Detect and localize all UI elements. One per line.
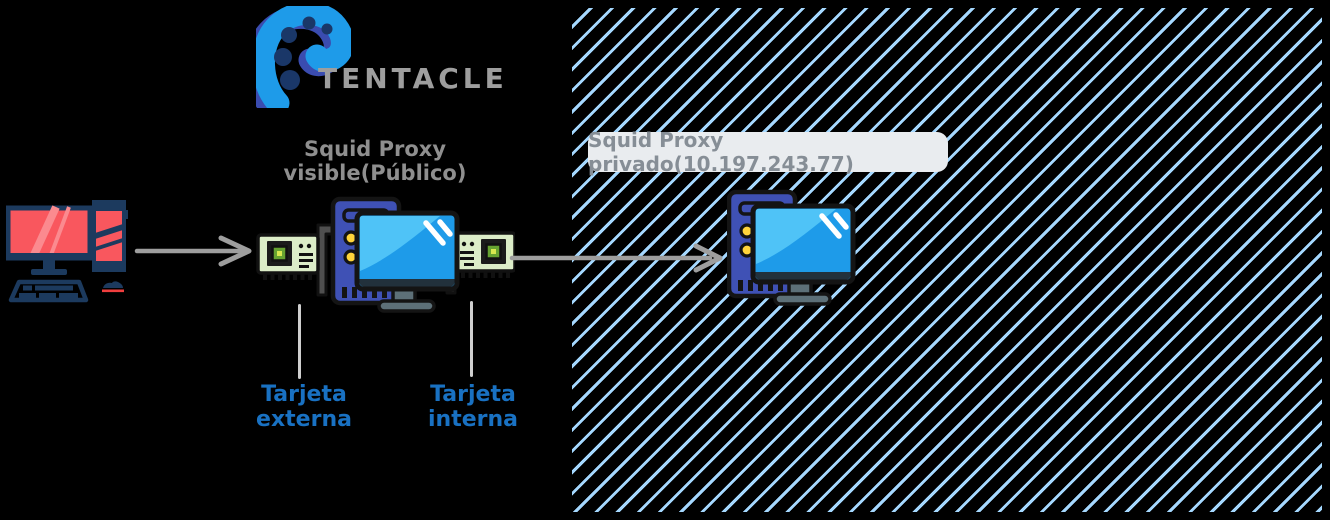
external-nic-connector — [298, 304, 301, 379]
public-proxy-title: Squid Proxy visible(Público) — [283, 137, 467, 185]
client-workstation-icon — [6, 200, 128, 303]
tentacle-icon — [256, 6, 351, 108]
brand-name: TENTACLE — [318, 62, 508, 95]
internal-nic-label: Tarjeta interna — [428, 382, 518, 432]
arrow-public-to-private-proxy-icon — [509, 243, 723, 273]
private-proxy-label-text: Squid Proxy privado(10.197.243.77) — [588, 128, 854, 176]
external-nic-label: Tarjeta externa — [256, 382, 352, 432]
private-proxy-label: Squid Proxy privado(10.197.243.77) — [588, 128, 948, 176]
arrow-client-to-public-proxy-icon — [134, 235, 252, 267]
private-proxy-desktop-icon — [727, 188, 877, 310]
internal-nic-connector — [470, 301, 473, 377]
external-nic-icon — [256, 223, 334, 297]
public-proxy-icon — [256, 186, 515, 318]
